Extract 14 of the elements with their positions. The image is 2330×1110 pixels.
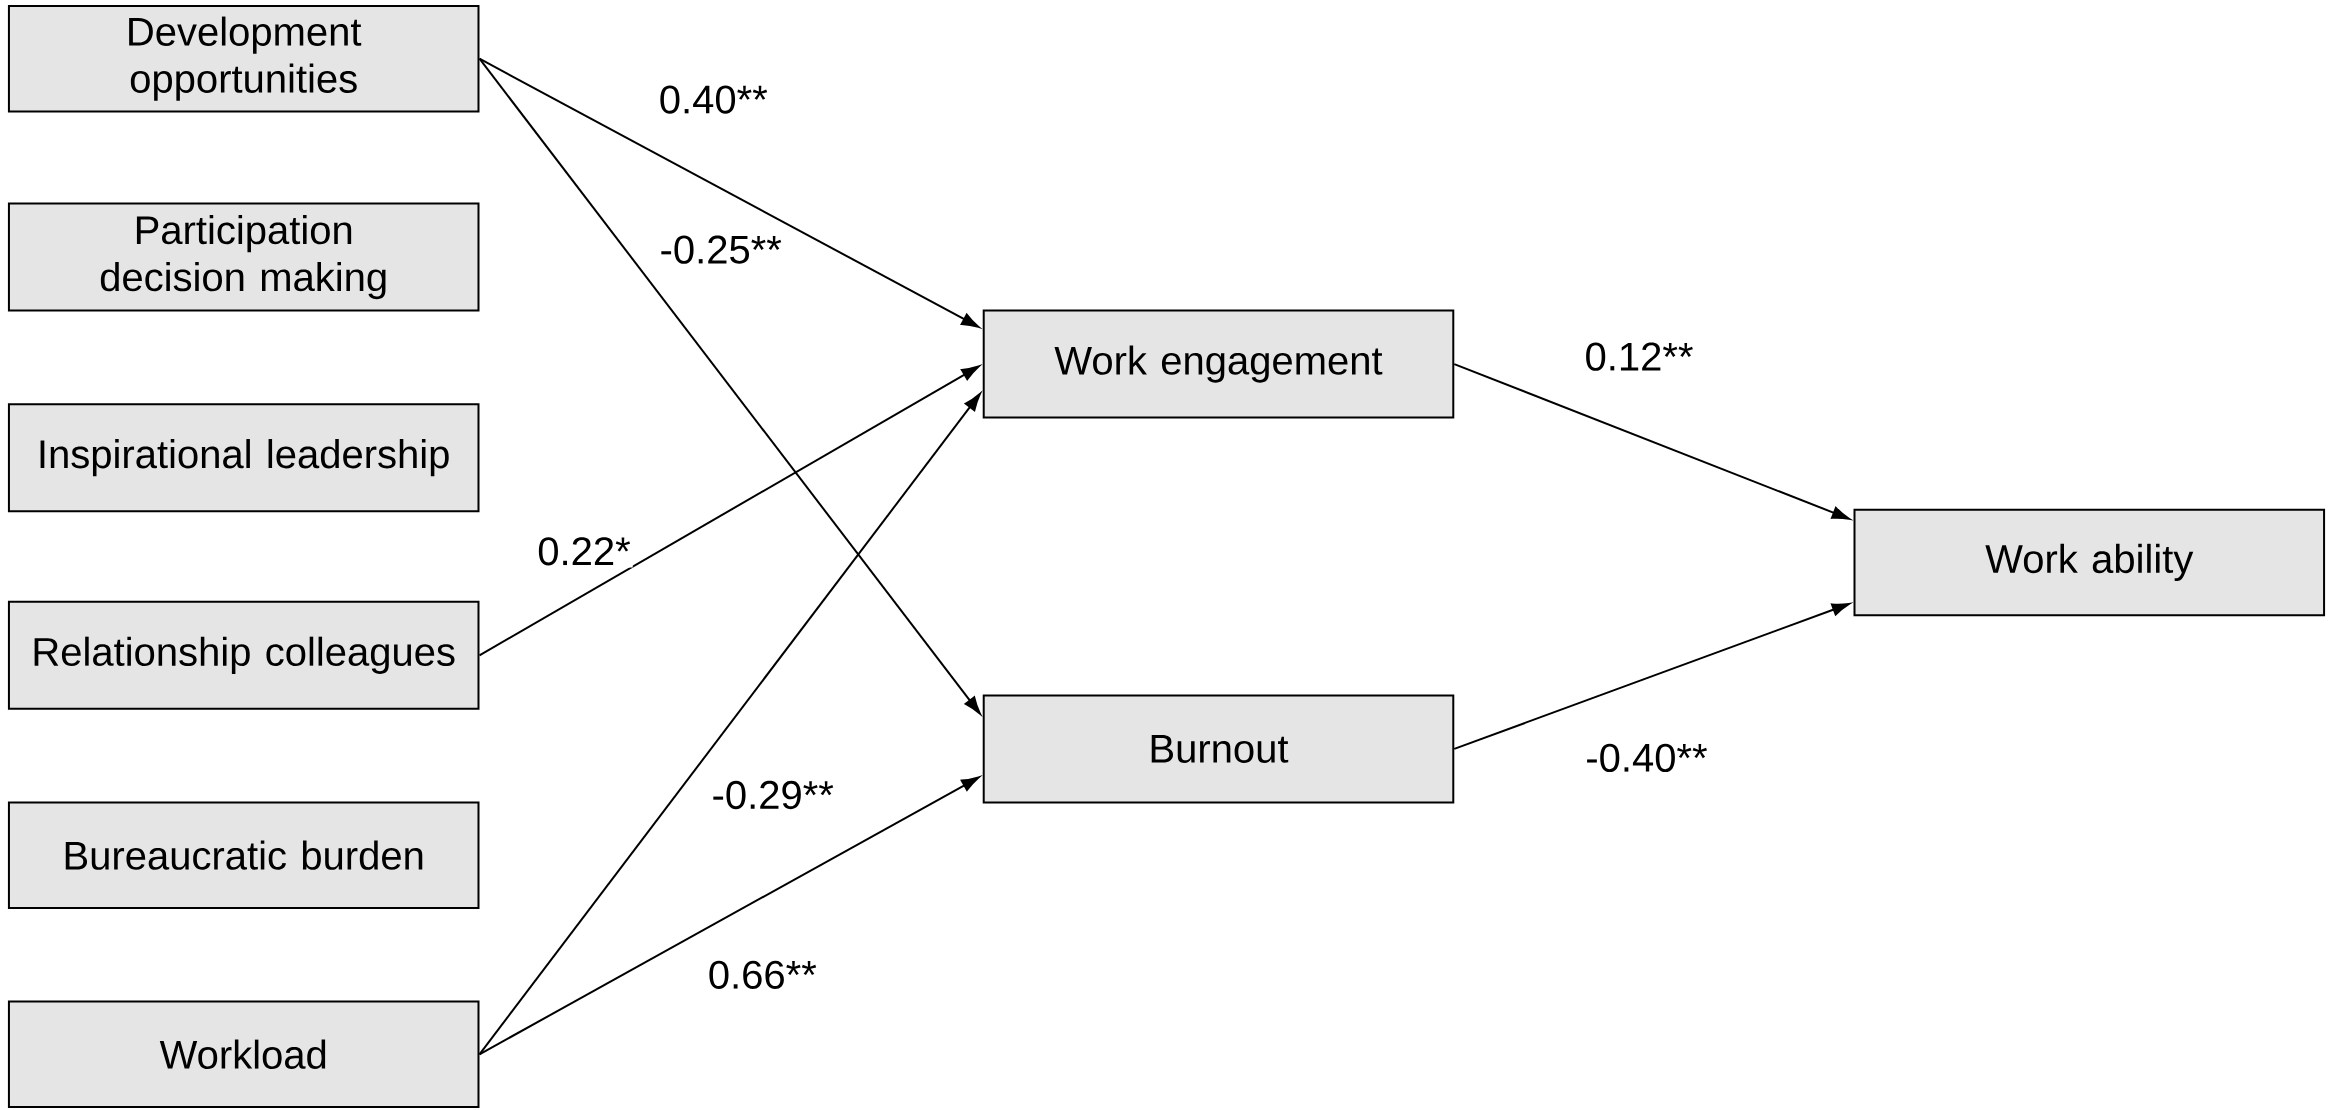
variable-box: Work engagement xyxy=(982,309,1455,419)
edge-label: 0.40** xyxy=(656,83,770,116)
edge-label: 0.12** xyxy=(1582,340,1696,373)
edge-label: -0.40** xyxy=(1583,741,1710,774)
variable-box: Participation decision making xyxy=(7,202,480,312)
variable-box: Burnout xyxy=(982,694,1455,804)
variable-box: Development opportunities xyxy=(7,4,480,113)
variable-box: Relationship colleagues xyxy=(7,600,480,710)
variable-box: Bureaucratic burden xyxy=(7,801,480,909)
variable-box: Workload xyxy=(7,1000,480,1109)
arrow xyxy=(478,57,980,328)
variable-box: Work ability xyxy=(1853,508,2326,617)
variable-box: Inspirational leadership xyxy=(7,403,480,513)
edge-label: -0.25** xyxy=(657,233,784,266)
